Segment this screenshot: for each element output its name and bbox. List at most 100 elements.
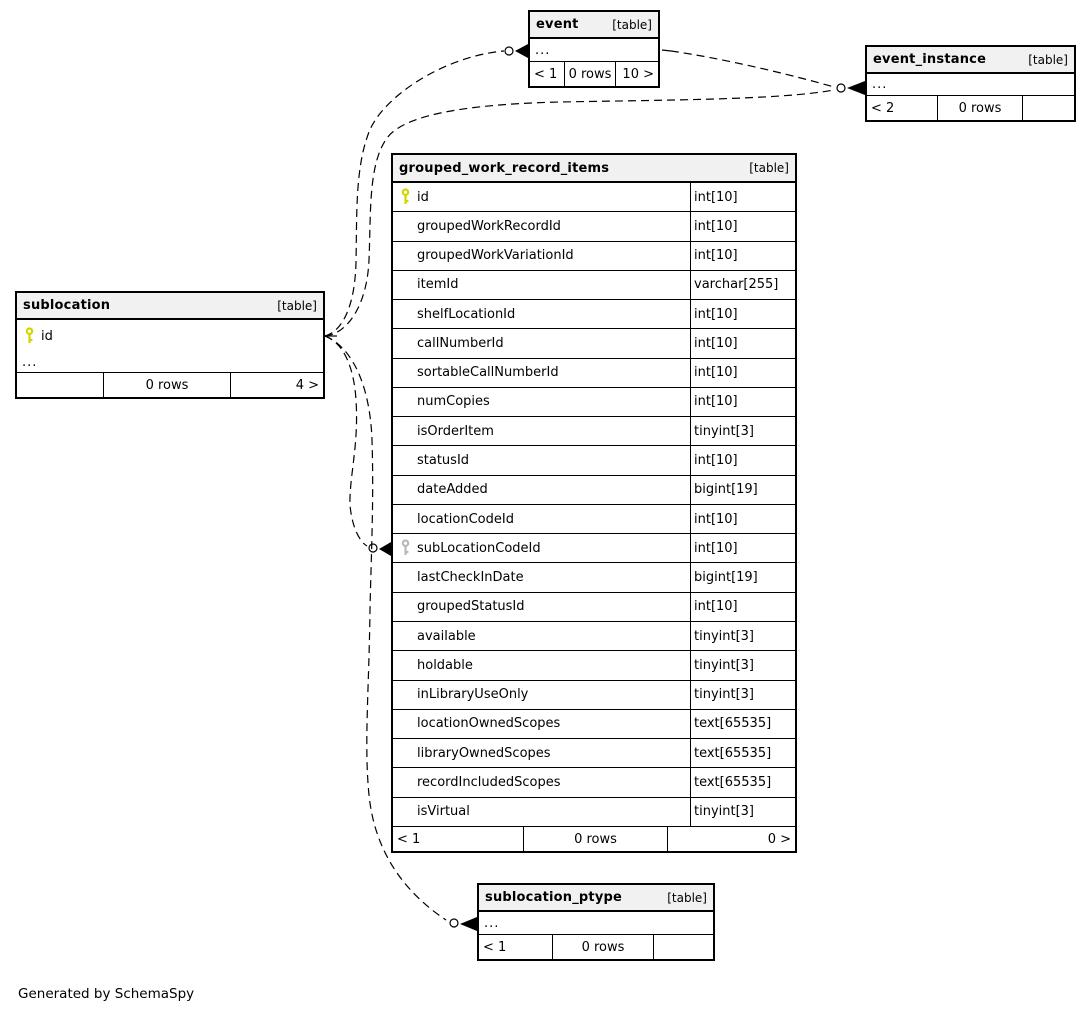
column-row: locationOwnedScopes text[65535] bbox=[393, 709, 795, 740]
crows-foot-marker bbox=[515, 44, 528, 58]
table-badge: [table] bbox=[612, 17, 652, 32]
table-footer: < 2 0 rows bbox=[867, 95, 1074, 120]
column-type: tinyint[3] bbox=[690, 621, 795, 651]
column-row: holdable tinyint[3] bbox=[393, 651, 795, 681]
column-type: int[10] bbox=[690, 212, 795, 241]
footer-children-count: 10 > bbox=[615, 62, 658, 86]
column-row: id int[10] bbox=[393, 183, 795, 213]
table-name-link[interactable]: event bbox=[536, 17, 579, 32]
column-name: groupedWorkRecordId bbox=[417, 218, 561, 234]
column-row: numCopies int[10] bbox=[393, 387, 795, 418]
column-type: int[10] bbox=[690, 329, 795, 358]
crows-foot-marker bbox=[379, 542, 391, 556]
column-row: locationCodeId int[10] bbox=[393, 504, 795, 535]
relationship-event-event-instance bbox=[661, 49, 835, 88]
primary-key-icon bbox=[393, 188, 417, 206]
column-row: isOrderItem tinyint[3] bbox=[393, 417, 795, 447]
column-row: groupedWorkVariationId int[10] bbox=[393, 241, 795, 271]
column-name: groupedWorkVariationId bbox=[417, 248, 574, 264]
table-footer: 0 rows 4 > bbox=[17, 372, 323, 397]
footer-parents-count: < 1 bbox=[534, 66, 558, 82]
column-name: recordIncludedScopes bbox=[417, 774, 561, 790]
table-footer: < 1 0 rows 10 > bbox=[530, 61, 658, 86]
column-type: tinyint[3] bbox=[690, 797, 795, 826]
footer-row-count: 0 rows bbox=[937, 96, 1022, 120]
foreign-key-icon bbox=[393, 539, 417, 557]
column-name: inLibraryUseOnly bbox=[417, 687, 529, 703]
table-footer: < 1 0 rows bbox=[479, 934, 713, 959]
zero-circle-marker bbox=[504, 46, 514, 56]
footer-children-count bbox=[1022, 96, 1074, 120]
table-sublocation: sublocation [table] id ... 0 rows 4 > bbox=[15, 291, 325, 399]
column-name: statusId bbox=[417, 453, 470, 469]
crows-foot-marker bbox=[460, 917, 477, 931]
column-type: int[10] bbox=[690, 387, 795, 417]
table-footer: < 1 0 rows 0 > bbox=[393, 826, 795, 851]
footer-row-count: 0 rows bbox=[103, 373, 230, 397]
table-header: sublocation_ptype [table] bbox=[479, 885, 713, 912]
column-name: libraryOwnedScopes bbox=[417, 745, 551, 761]
column-name: numCopies bbox=[417, 394, 490, 410]
column-name: id bbox=[417, 189, 429, 205]
footer-parents-count: < 1 bbox=[483, 939, 507, 955]
column-name: sortableCallNumberId bbox=[417, 365, 559, 381]
column-name: locationOwnedScopes bbox=[417, 716, 561, 732]
column-name: subLocationCodeId bbox=[417, 540, 541, 556]
table-header: sublocation [table] bbox=[17, 293, 323, 320]
column-name: lastCheckInDate bbox=[417, 570, 524, 586]
column-type: tinyint[3] bbox=[690, 417, 795, 446]
zero-circle-marker bbox=[449, 918, 459, 928]
column-type: bigint[19] bbox=[690, 475, 795, 504]
table-badge: [table] bbox=[277, 298, 317, 313]
footer-children-count bbox=[653, 935, 713, 959]
table-name-link[interactable]: sublocation_ptype bbox=[485, 890, 623, 905]
column-type: text[65535] bbox=[690, 709, 795, 739]
column-row: available tinyint[3] bbox=[393, 621, 795, 652]
footer-children-count: 4 > bbox=[230, 373, 323, 397]
column-type: int[10] bbox=[690, 534, 795, 563]
column-type: varchar[255] bbox=[690, 270, 795, 300]
column-row: callNumberId int[10] bbox=[393, 329, 795, 359]
column-name: itemId bbox=[417, 277, 459, 293]
table-badge: [table] bbox=[1028, 52, 1068, 67]
column-row: groupedWorkRecordId int[10] bbox=[393, 212, 795, 242]
columns-ellipsis: ... bbox=[484, 915, 500, 931]
column-name: id bbox=[41, 328, 53, 344]
column-type: bigint[19] bbox=[690, 563, 795, 592]
column-row: recordIncludedScopes text[65535] bbox=[393, 768, 795, 798]
column-row: statusId int[10] bbox=[393, 446, 795, 476]
table-name-link[interactable]: event_instance bbox=[873, 52, 987, 67]
footer-parents-count: < 2 bbox=[871, 100, 895, 116]
column-row: shelfLocationId int[10] bbox=[393, 300, 795, 330]
column-type: tinyint[3] bbox=[690, 680, 795, 709]
column-type: int[10] bbox=[690, 241, 795, 270]
table-header: grouped_work_record_items [table] bbox=[393, 155, 795, 183]
table-name-link[interactable]: sublocation bbox=[23, 298, 111, 313]
column-name: isOrderItem bbox=[417, 423, 494, 439]
footer-children-count: 0 > bbox=[667, 827, 795, 851]
column-row: itemId varchar[255] bbox=[393, 270, 795, 301]
generated-by-note: Generated by SchemaSpy bbox=[18, 986, 195, 1002]
footer-row-count: 0 rows bbox=[523, 827, 667, 851]
column-type: int[10] bbox=[690, 592, 795, 621]
table-event-instance: event_instance [table] ... < 2 0 rows bbox=[865, 45, 1076, 122]
column-type: int[10] bbox=[690, 504, 795, 534]
column-type: int[10] bbox=[690, 300, 795, 329]
column-row: sortableCallNumberId int[10] bbox=[393, 358, 795, 388]
column-row: id bbox=[17, 320, 323, 352]
table-name-link[interactable]: grouped_work_record_items bbox=[399, 160, 610, 176]
column-row: isVirtual tinyint[3] bbox=[393, 797, 795, 826]
table-header: event_instance [table] bbox=[867, 47, 1074, 74]
column-type: int[10] bbox=[690, 358, 795, 387]
crows-foot-marker bbox=[847, 81, 865, 95]
table-grouped-work-record-items: grouped_work_record_items [table] id int… bbox=[391, 153, 797, 853]
table-header: event [table] bbox=[530, 12, 658, 39]
column-type: int[10] bbox=[690, 446, 795, 475]
primary-key-icon bbox=[17, 327, 41, 345]
footer-row-count: 0 rows bbox=[564, 62, 615, 86]
column-name: holdable bbox=[417, 657, 473, 673]
column-name: locationCodeId bbox=[417, 511, 514, 527]
zero-circle-marker bbox=[368, 543, 378, 553]
columns-ellipsis: ... bbox=[872, 77, 888, 92]
footer-row-count: 0 rows bbox=[552, 935, 653, 959]
